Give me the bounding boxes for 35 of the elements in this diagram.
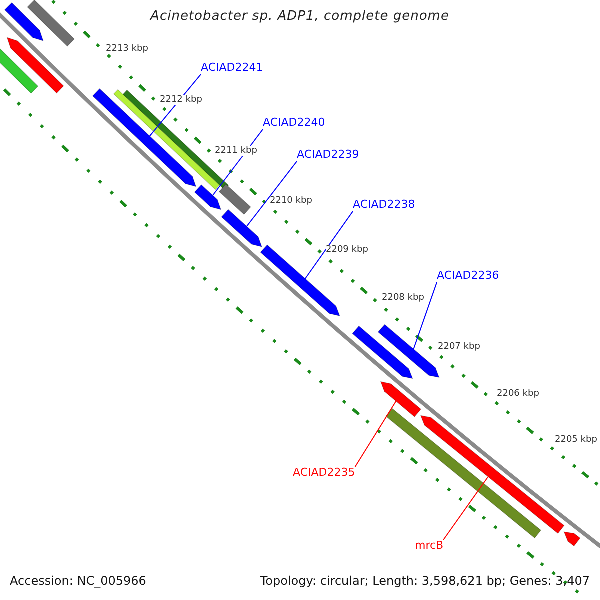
gene-bar [218, 184, 252, 216]
scale-label: 2211 kbp [215, 146, 258, 156]
scale-label: 2205 kbp [555, 435, 598, 446]
gene-feature [194, 184, 222, 210]
gene-bar [27, 0, 75, 47]
gene-label: ACIAD2240 [263, 117, 326, 130]
scale-label: 2206 kbp [497, 389, 540, 400]
gene-label: ACIAD2241 [201, 62, 264, 75]
gene-feature [378, 324, 440, 378]
gene-label: ACIAD2235 [293, 467, 356, 480]
gene-label: ACIAD2236 [437, 270, 500, 283]
scale-label: 2208 kbp [382, 293, 424, 304]
gene-feature [6, 37, 64, 94]
scale-label: 2213 kbp [106, 44, 148, 54]
genome-stats-text: Topology: circular; Length: 3,598,621 bp; Genes: 3,407 [260, 575, 590, 589]
accession-text: Accession: NC_005966 [10, 575, 146, 589]
leader-line [246, 161, 298, 228]
leader-line [304, 211, 354, 280]
gene-feature [352, 326, 414, 380]
scale-label: 2207 kbp [438, 342, 480, 352]
gene-feature [380, 381, 422, 418]
gene-label: ACIAD2239 [297, 149, 360, 162]
gene-bar [386, 408, 542, 539]
scale-label: 2209 kbp [326, 245, 368, 256]
title: Acinetobacter sp. ADP1, complete genome [149, 10, 450, 25]
leader-line [413, 282, 438, 350]
gene-label: ACIAD2238 [353, 199, 416, 212]
gene-feature [221, 209, 262, 248]
scale-label: 2212 kbp [160, 95, 202, 106]
scale-label: 2210 kbp [270, 196, 312, 206]
leader-line [443, 477, 488, 540]
leader-line [354, 400, 397, 468]
gene-feature [4, 2, 44, 42]
gene-label: mrcB [415, 540, 444, 553]
gene-feature [564, 532, 581, 547]
